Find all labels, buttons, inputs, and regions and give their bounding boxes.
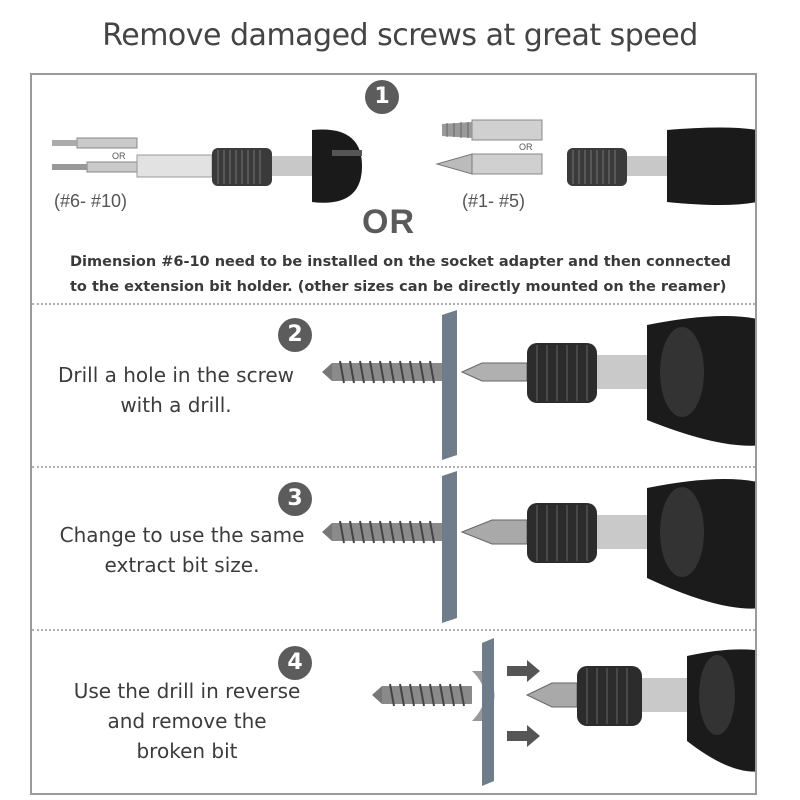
- step-4-text: Use the drill in reverse and remove the …: [32, 676, 342, 766]
- step-2-text: Drill a hole in the screw with a drill.: [32, 360, 320, 420]
- step-3-text: Change to use the same extract bit size.: [32, 520, 332, 580]
- step-1-panel: 1 OR (#6- #10) OR: [32, 75, 755, 303]
- step-3-drill-illustration: [322, 471, 755, 623]
- step-2-line-2: with a drill.: [120, 393, 232, 417]
- step-3-line-1: Change to use the same: [59, 523, 305, 547]
- left-size-label: (#6- #10): [54, 191, 128, 211]
- right-or-label: OR: [519, 142, 533, 152]
- step-4-drill-illustration: [372, 638, 755, 786]
- page-title: Remove damaged screws at great speed: [102, 18, 698, 53]
- step-2-badge: 2: [278, 318, 312, 352]
- step-4-line-2: and remove the: [107, 709, 267, 733]
- or-divider-label: OR: [362, 203, 415, 241]
- step-2-drill-illustration: [322, 310, 755, 460]
- divider-2: [32, 466, 755, 468]
- right-size-label: (#1- #5): [462, 191, 526, 211]
- instruction-frame: [30, 73, 757, 795]
- divider-1: [32, 303, 755, 305]
- divider-3: [32, 629, 755, 631]
- left-bit-assembly-illustration: [52, 129, 362, 203]
- step-4-line-1: Use the drill in reverse: [73, 679, 301, 703]
- step-4-badge: 4: [278, 646, 312, 680]
- step-4-line-3: broken bit: [136, 739, 238, 763]
- step-3-line-2: extract bit size.: [104, 553, 260, 577]
- step-3-panel: Change to use the same extract bit size.…: [32, 468, 755, 628]
- right-bit-assembly-illustration: [435, 119, 755, 205]
- step-2-panel: Drill a hole in the screw with a drill. …: [32, 305, 755, 465]
- step-4-panel: Use the drill in reverse and remove the …: [32, 631, 755, 793]
- step-1-badge: 1: [365, 80, 399, 114]
- step-2-line-1: Drill a hole in the screw: [57, 363, 295, 387]
- step-1-note: Dimension #6-10 need to be installed on …: [70, 254, 731, 295]
- left-or-label: OR: [112, 151, 126, 161]
- step-3-badge: 3: [278, 482, 312, 516]
